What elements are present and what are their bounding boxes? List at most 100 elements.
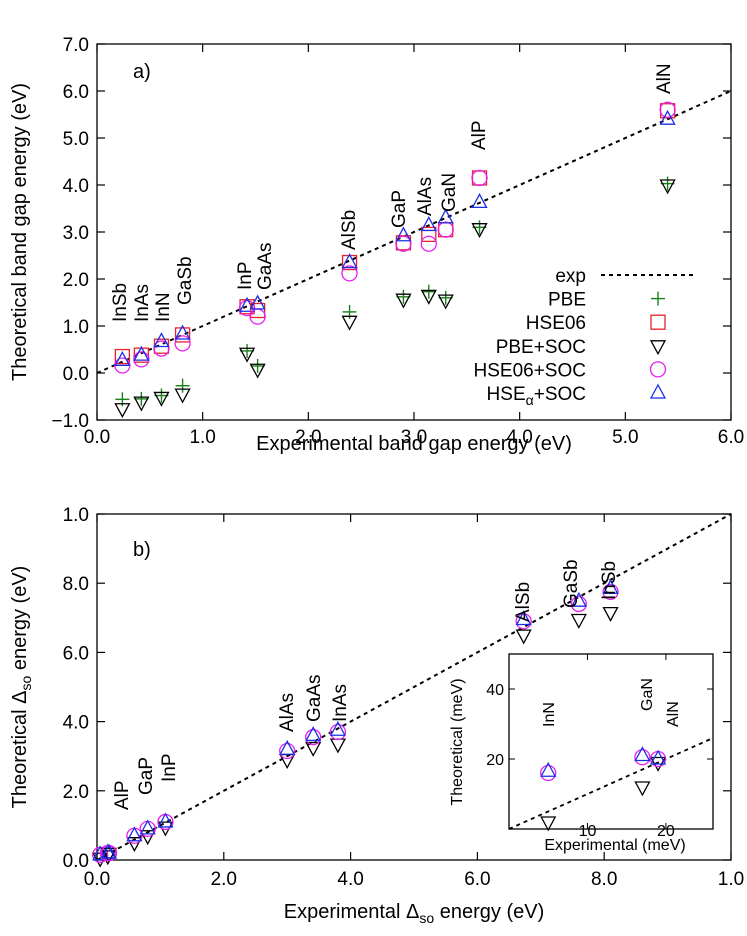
y-tick-label-b: 1.0	[63, 505, 89, 526]
material-label-b: InSb	[599, 561, 620, 600]
y-tick-label-b: 8.0	[63, 574, 89, 595]
point-hseasoc	[659, 109, 676, 125]
inset-x-axis-label: Experimental (meV)	[544, 837, 685, 854]
point-hse06soc	[329, 723, 347, 741]
point-hseasoc	[139, 819, 156, 835]
point-hse06soc	[437, 221, 454, 238]
point-hse06soc	[602, 583, 619, 600]
material-label-a: GaP	[389, 190, 410, 228]
inset-point-hseasoc	[540, 761, 557, 777]
panel-label-a: a)	[133, 61, 151, 83]
point-hse06soc	[133, 351, 150, 368]
inset-x-tick-label: 10	[579, 823, 597, 840]
x-tick-label-a: 2.0	[295, 427, 321, 448]
inset-y-axis-label: Theoretical (meV)	[449, 678, 466, 805]
point-hseasoc	[305, 726, 322, 742]
legend-marker	[649, 340, 667, 356]
material-label-b: GaAs	[304, 674, 325, 722]
inset-point-hse06soc	[540, 764, 557, 782]
point-hse06soc	[153, 340, 170, 357]
material-label-b: GaP	[136, 757, 157, 795]
material-label-a: GaN	[439, 173, 460, 212]
point-hseasoc	[395, 226, 412, 242]
point-pbesoc	[341, 315, 358, 331]
point-hse06soc	[420, 235, 437, 252]
point-hse06soc	[238, 299, 256, 317]
legend-label: PBE+SOC	[496, 337, 586, 358]
material-label-b: InAs	[330, 684, 351, 722]
point-hseasoc	[100, 843, 118, 859]
point-hseasoc	[153, 332, 170, 348]
exp-line-a	[96, 90, 732, 374]
point-hse06soc	[305, 729, 322, 746]
point-hseasoc	[249, 294, 266, 310]
material-label-a: AlP	[469, 120, 490, 150]
material-label-a: InSb	[110, 283, 131, 322]
point-hseasoc	[341, 253, 358, 269]
material-label-b: AlSb	[513, 582, 534, 622]
point-pbesoc	[174, 388, 191, 404]
inset-material-label: GaN	[639, 678, 656, 711]
point-hse06soc	[341, 265, 358, 282]
plot-frame-b	[96, 513, 732, 861]
material-label-b: AlAs	[277, 693, 298, 732]
y-tick-label-a: 6.0	[63, 82, 89, 103]
y-tick-label-b: 6.0	[63, 643, 89, 664]
inset-frame	[508, 653, 714, 830]
legend-label: HSE06	[526, 313, 586, 334]
x-tick-label-b: 8.0	[591, 869, 617, 890]
point-pbe	[421, 284, 436, 299]
legend-marker	[650, 314, 666, 330]
inset-material-label: AlN	[665, 701, 682, 727]
y-axis-label-a: Theoretical band gap energy (eV)	[9, 83, 31, 381]
point-pbesoc	[305, 741, 322, 757]
point-pbesoc	[100, 847, 118, 863]
point-pbesoc	[395, 293, 412, 309]
panel-label-b: b)	[133, 539, 151, 561]
inset-point-pbesoc	[634, 781, 651, 797]
inset-point-hseasoc	[649, 749, 667, 765]
material-label-a: InP	[235, 261, 256, 290]
legend-label: HSE06+SOC	[474, 360, 586, 381]
point-hseasoc	[420, 216, 437, 232]
material-label-b: InP	[159, 753, 180, 782]
point-hse06soc	[659, 101, 676, 118]
material-label-a: GaAs	[255, 242, 276, 290]
point-hse06	[421, 226, 437, 243]
legend-label: exp	[555, 266, 586, 287]
point-hse06soc	[249, 308, 266, 325]
y-axis-label-b: Theoretical Δso energy (eV)	[9, 566, 34, 809]
x-tick-label-a: 6.0	[718, 427, 744, 448]
point-pbe	[240, 343, 255, 358]
point-pbesoc	[139, 830, 156, 846]
point-pbe	[134, 391, 149, 406]
point-hseasoc	[133, 345, 150, 361]
point-pbesoc	[249, 363, 266, 379]
point-hse06	[114, 348, 131, 365]
x-axis-label-b: Experimental Δso energy (eV)	[284, 901, 545, 926]
point-pbesoc	[471, 223, 488, 239]
point-pbe	[175, 378, 190, 393]
x-tick-label-a: 4.0	[506, 427, 532, 448]
point-hseasoc	[126, 826, 143, 842]
point-hseasoc	[114, 350, 131, 366]
point-hseasoc	[174, 324, 191, 340]
legend-marker	[649, 361, 667, 378]
point-pbesoc	[570, 613, 587, 629]
point-hse06	[174, 327, 191, 343]
point-pbesoc	[659, 179, 676, 195]
y-tick-label-a: 7.0	[63, 35, 89, 56]
point-pbesoc	[329, 738, 347, 754]
x-tick-label-b: 1.0	[718, 869, 744, 890]
y-tick-label-a: 4.0	[63, 176, 89, 197]
point-hse06soc	[395, 235, 412, 252]
point-hse06soc	[279, 742, 296, 760]
point-pbe	[250, 358, 265, 373]
x-tick-label-a: 3.0	[401, 427, 427, 448]
y-tick-label-a: 3.0	[63, 223, 89, 244]
point-hseasoc	[329, 720, 347, 736]
